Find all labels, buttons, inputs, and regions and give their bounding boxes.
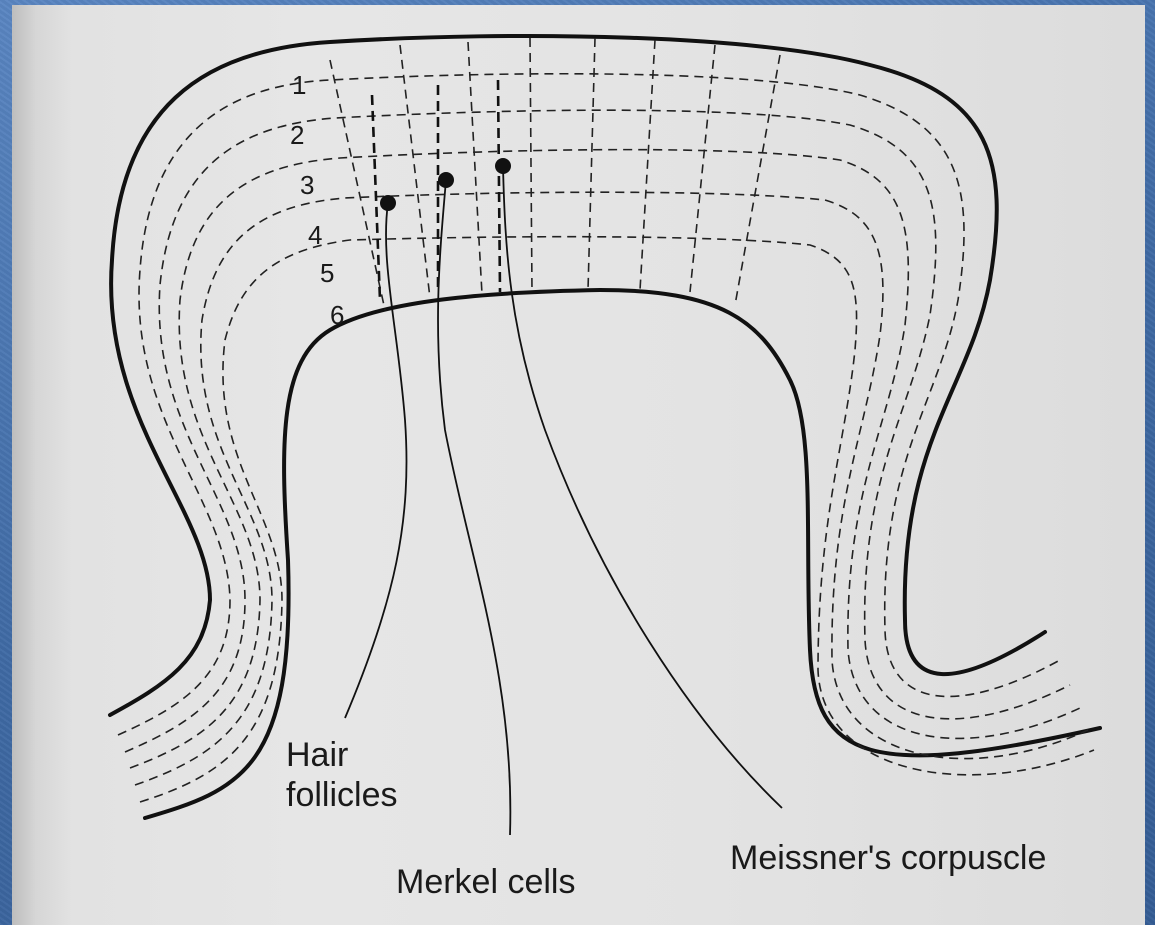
hair-follicles-label: Hair follicles (286, 735, 397, 815)
layer-number-5: 5 (320, 260, 334, 286)
hair-follicle-ending (380, 195, 396, 211)
radial-division-line (530, 38, 532, 292)
layer-boundary (140, 237, 1094, 802)
merkel-cell-ending (438, 172, 454, 188)
layer-number-2: 2 (290, 122, 304, 148)
merkel-cells-label: Merkel cells (396, 862, 575, 902)
radial-division-line (498, 80, 500, 292)
radial-divisions (330, 38, 780, 310)
layer-number-1: 1 (292, 72, 306, 98)
meissner-corpuscle-nerve-fiber (503, 166, 782, 808)
radial-division-line (468, 42, 482, 294)
hair-follicle-nerve-fiber (345, 203, 407, 718)
radial-division-line (735, 55, 780, 305)
skin-layer-boundaries (118, 74, 1094, 802)
radial-division-line (690, 45, 715, 292)
radial-division-line (400, 45, 430, 298)
meissners-corpuscle-label: Meissner's corpuscle (730, 838, 1142, 878)
radial-division-line (640, 40, 655, 290)
layer-number-4: 4 (308, 222, 322, 248)
layer-number-3: 3 (300, 172, 314, 198)
layer-number-6: 6 (330, 302, 344, 328)
radial-division-line (330, 60, 385, 310)
radial-division-line (588, 38, 595, 290)
layer-boundary (125, 110, 1070, 752)
meissner-corpuscle-ending (495, 158, 511, 174)
